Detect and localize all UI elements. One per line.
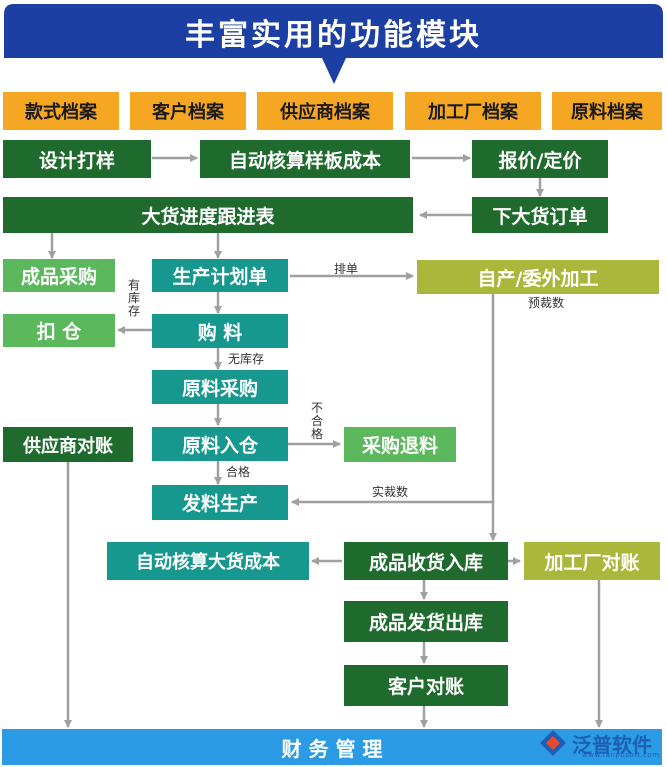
node-self-outsource: 自产/委外加工 [417, 260, 659, 294]
logo-url: www.fanpusoft.com [582, 751, 660, 759]
node-raw-warehousing: 原料入仓 [152, 427, 288, 461]
archive-style: 款式档案 [3, 92, 119, 130]
node-factory-reconcile: 加工厂对账 [524, 542, 660, 580]
brand-logo: 泛普软件 www.fanpusoft.com [538, 720, 664, 766]
label-in-stock: 有库存 [127, 278, 140, 318]
logo-icon [540, 730, 566, 756]
node-finished-receiving: 成品收货入库 [344, 542, 508, 580]
arrow-self-outsource-to-issue [291, 294, 495, 506]
label-estimated-cut: 预裁数 [528, 296, 565, 310]
node-design-sample: 设计打样 [3, 140, 151, 178]
label-actual-cut: 实裁数 [372, 485, 409, 499]
node-bulk-order: 下大货订单 [472, 197, 608, 233]
logo-name: 泛普软件 [572, 732, 652, 757]
page-title: 丰富实用的功能模块 [185, 18, 482, 53]
node-finished-purchase: 成品采购 [3, 259, 115, 292]
label-unqualified: 不合格 [310, 401, 323, 441]
node-finished-shipping: 成品发货出库 [344, 601, 508, 642]
label-schedule: 排单 [334, 262, 359, 276]
node-purchase-return: 采购退料 [344, 427, 456, 462]
archive-material: 原料档案 [552, 92, 662, 130]
node-deduct-stock: 扣 仓 [3, 314, 115, 347]
node-auto-bulk-cost: 自动核算大货成本 [107, 542, 309, 580]
header-banner-shape [4, 4, 663, 84]
node-purchase-material: 购 料 [152, 314, 288, 348]
label-qualified: 合格 [226, 465, 251, 479]
node-production-plan: 生产计划单 [152, 259, 288, 292]
node-auto-sample-cost: 自动核算样板成本 [200, 140, 410, 178]
archive-supplier: 供应商档案 [257, 92, 393, 130]
node-supplier-reconcile: 供应商对账 [3, 427, 133, 462]
label-out-of-stock: 无库存 [228, 352, 265, 366]
node-bulk-progress: 大货进度跟进表 [3, 197, 413, 233]
node-customer-reconcile: 客户对账 [344, 665, 508, 706]
archive-factory: 加工厂档案 [405, 92, 541, 130]
node-quote-price: 报价/定价 [472, 140, 608, 178]
node-raw-purchase: 原料采购 [152, 370, 288, 404]
node-issue-production: 发料生产 [152, 485, 288, 520]
archive-customer: 客户档案 [130, 92, 246, 130]
header-banner [4, 4, 663, 84]
